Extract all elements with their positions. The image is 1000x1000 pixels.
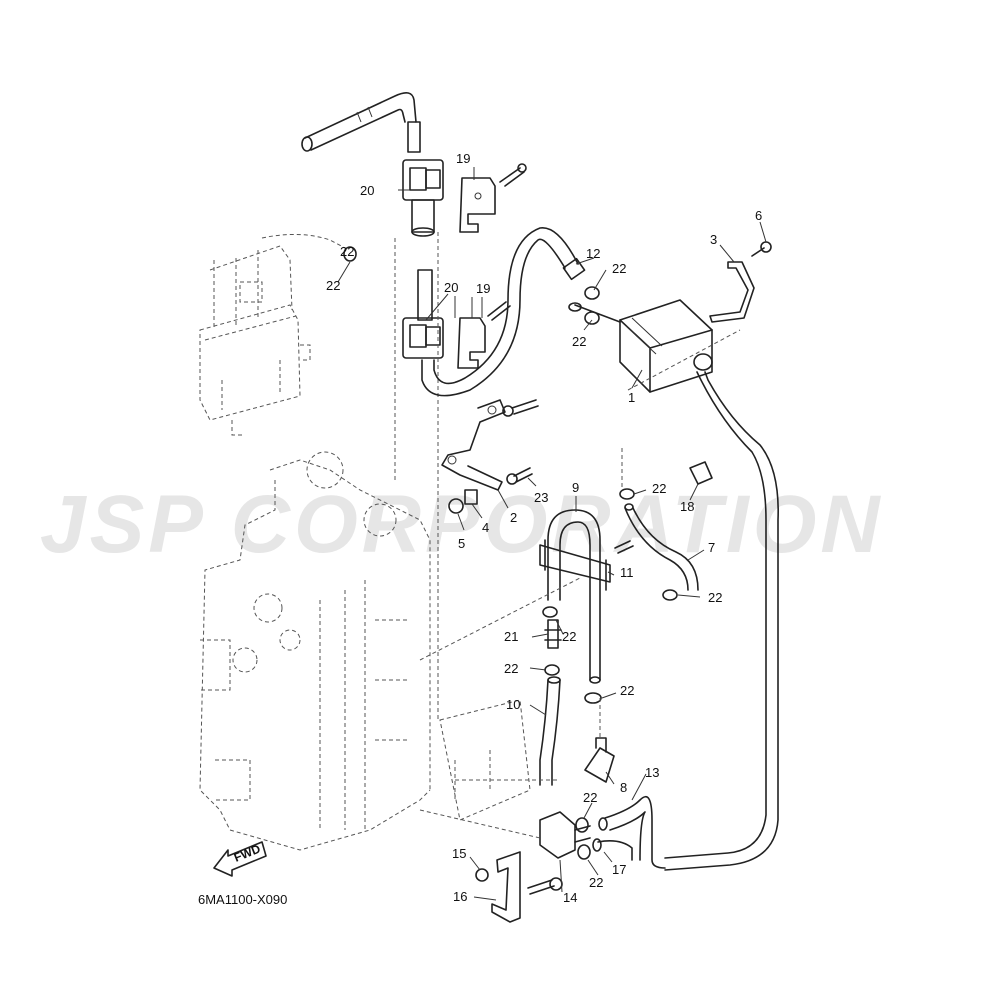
callout-22-f: 22: [562, 629, 576, 644]
callout-4: 4: [482, 520, 489, 535]
hose-17: [592, 838, 633, 861]
engine-block: [199, 451, 531, 851]
callout-20-lower: 20: [444, 280, 458, 295]
callout-2: 2: [510, 510, 517, 525]
callout-20-upper: 20: [360, 183, 374, 198]
callout-9: 9: [572, 480, 579, 495]
upper-fuel-filter-holder: [402, 159, 444, 237]
callout-1: 1: [628, 390, 635, 405]
callout-11: 11: [620, 565, 634, 580]
callout-10: 10: [506, 697, 520, 712]
callout-22-a: 22: [326, 278, 340, 293]
top-breather-hose: [301, 92, 421, 153]
callout-5: 5: [458, 536, 465, 551]
bracket-16: [491, 851, 521, 923]
callouts: 1 2 3 4 5 6 7 8 9 10 11 12 13 14 15 16 1…: [326, 151, 762, 905]
clamps-22: [343, 246, 678, 860]
hose-13: [598, 795, 666, 869]
screw-23: [506, 467, 533, 485]
callout-19-upper: 19: [456, 151, 470, 166]
leader-lines: [337, 167, 767, 901]
callout-16: 16: [453, 889, 467, 904]
callout-22-d: 22: [652, 481, 666, 496]
canister-bracket: [709, 261, 755, 323]
callout-22-e: 22: [708, 590, 722, 605]
lower-fuel-filter-holder: [402, 269, 444, 359]
watermark: JSP CORPORATION: [40, 479, 884, 570]
callout-15: 15: [452, 846, 466, 861]
fwd-label: FWD: [232, 841, 263, 864]
callout-21: 21: [504, 629, 518, 644]
callout-22-i: 22: [583, 790, 597, 805]
canister-bolt: [751, 241, 772, 257]
upper-bracket-screw: [499, 163, 527, 187]
callout-23: 23: [534, 490, 548, 505]
grommet-5: [448, 498, 464, 514]
callout-22-h: 22: [620, 683, 634, 698]
vent-line-right: [664, 371, 779, 871]
nut-15: [475, 868, 489, 882]
callout-22-k: 22: [340, 244, 354, 259]
clip-18: [689, 461, 713, 485]
callout-19-lower: 19: [476, 281, 490, 296]
callout-17: 17: [612, 862, 626, 877]
check-valve-8: [584, 737, 615, 783]
callout-8: 8: [620, 780, 627, 795]
callout-3: 3: [710, 232, 717, 247]
callout-13: 13: [645, 765, 659, 780]
hose-9: [547, 509, 601, 684]
canister: [568, 299, 713, 393]
hose-10: [539, 676, 561, 786]
mounting-bracket: [441, 399, 506, 491]
callout-22-b: 22: [612, 261, 626, 276]
bolt-15: [527, 877, 563, 895]
callout-6: 6: [755, 208, 762, 223]
callout-12: 12: [586, 246, 600, 261]
bracket-screw-upper: [502, 399, 539, 417]
callout-14: 14: [563, 890, 577, 905]
drawing-code: 6MA1100-X090: [198, 892, 287, 907]
hose-12: [421, 227, 586, 397]
upper-bracket: [459, 177, 496, 233]
valve-14: [539, 811, 591, 859]
callout-22-j: 22: [589, 875, 603, 890]
hose-7: [624, 503, 699, 591]
callout-18: 18: [680, 499, 694, 514]
callout-7: 7: [708, 540, 715, 555]
callout-22-c: 22: [572, 334, 586, 349]
collar-4: [464, 489, 478, 505]
callout-22-g: 22: [504, 661, 518, 676]
fwd-arrow: FWD: [213, 841, 267, 877]
hose-holder-11: [539, 539, 634, 591]
vapor-separator-tank: [199, 233, 346, 436]
